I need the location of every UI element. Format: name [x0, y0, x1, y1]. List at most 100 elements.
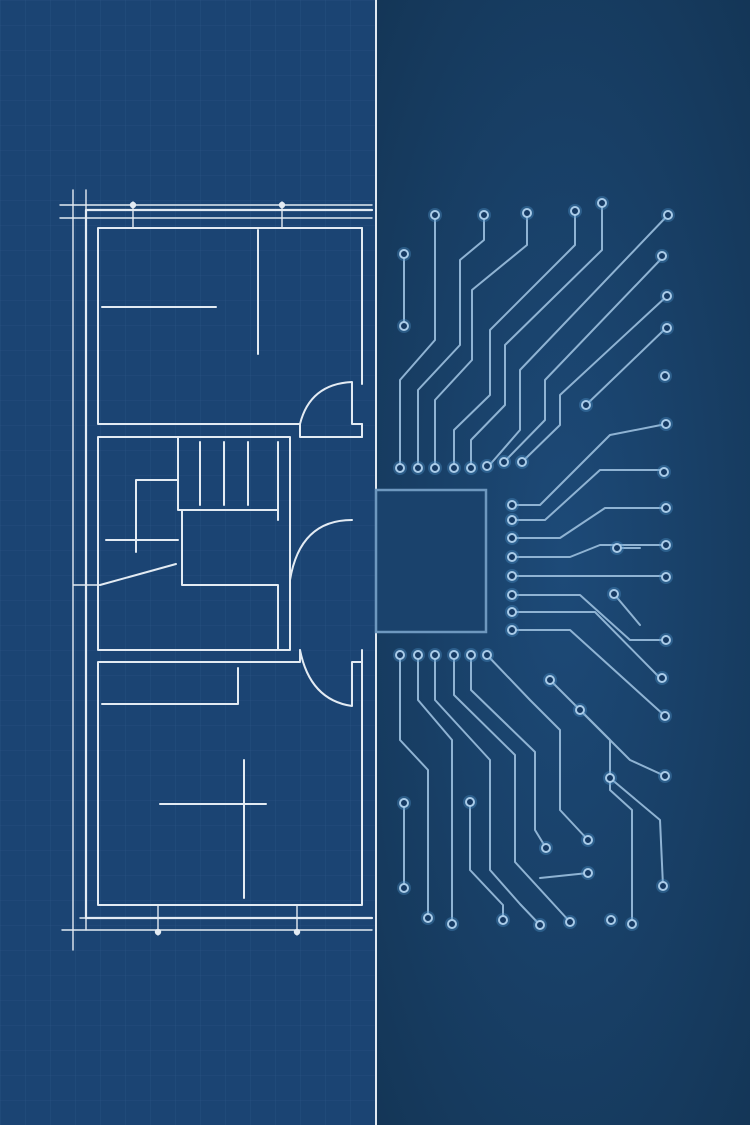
circuit-trace	[434, 214, 528, 469]
circuit-traces	[399, 204, 669, 926]
circuit-pad	[661, 635, 671, 645]
stair-inner	[181, 509, 279, 651]
circuit-trace	[609, 777, 664, 887]
circuit-pad	[507, 625, 517, 635]
circuit-trace	[453, 654, 571, 923]
circuit-pad	[395, 463, 405, 473]
circuit-pad	[660, 711, 670, 721]
circuit-trace	[486, 654, 589, 841]
circuit-pad	[465, 797, 475, 807]
room-bottom-divider	[101, 667, 267, 899]
stair-treads	[199, 441, 279, 521]
circuit-pad	[658, 881, 668, 891]
circuit-trace	[511, 594, 667, 641]
circuit-trace	[539, 872, 589, 879]
circuit-trace	[486, 214, 669, 469]
circuit-pads	[393, 196, 675, 932]
circuit-pad	[430, 463, 440, 473]
circuit-trace	[453, 211, 576, 469]
circuit-pad	[657, 673, 667, 683]
circuit-pad	[662, 291, 672, 301]
circuit-pad	[498, 915, 508, 925]
circuit-pad	[581, 400, 591, 410]
circuit-pad	[499, 457, 509, 467]
circuit-pad	[517, 457, 527, 467]
circuit-pad	[661, 419, 671, 429]
circuit-pad	[399, 883, 409, 893]
circuit-pad	[535, 920, 545, 930]
circuit-pad	[399, 249, 409, 259]
room-top	[97, 227, 363, 438]
dimension-tick	[278, 201, 286, 209]
circuit-pad	[583, 835, 593, 845]
circuit-pad	[413, 463, 423, 473]
circuit-pad	[430, 650, 440, 660]
circuit-pad	[657, 251, 667, 261]
circuit-pad	[430, 210, 440, 220]
circuit-pad	[606, 915, 616, 925]
circuit-trace	[511, 469, 665, 521]
circuit-pad	[399, 798, 409, 808]
circuit-trace	[613, 593, 641, 626]
circuit-trace	[399, 654, 429, 919]
circuit-pad	[507, 500, 517, 510]
circuit-pad	[663, 210, 673, 220]
circuit-trace	[511, 507, 667, 539]
room-top-divider	[101, 229, 259, 355]
circuit-pad	[507, 515, 517, 525]
circuit-pad	[597, 198, 607, 208]
blueprint-grid	[0, 0, 376, 1125]
circuit-trace	[469, 801, 504, 921]
circuit-pad	[413, 650, 423, 660]
circuit-trace	[521, 295, 668, 463]
circuit-pad	[466, 463, 476, 473]
circuit-trace	[511, 423, 667, 506]
circuit-pad	[507, 533, 517, 543]
dimension-line-top	[59, 201, 373, 229]
circuit-pad	[660, 771, 670, 781]
circuit-pad	[661, 540, 671, 550]
circuit-pad	[522, 208, 532, 218]
circuit-pad	[575, 705, 585, 715]
circuit-pad	[661, 572, 671, 582]
door-arc-top	[299, 381, 363, 425]
circuit-pad	[447, 919, 457, 929]
circuit-pad	[466, 650, 476, 660]
circuit-pad	[395, 650, 405, 660]
dimension-tick	[129, 201, 137, 209]
door-arc-middle	[289, 519, 353, 581]
microchip	[374, 488, 488, 634]
door-arc-bottom	[299, 649, 363, 707]
circuit-pad	[399, 321, 409, 331]
circuit-trace	[585, 327, 667, 406]
circuit-trace	[417, 654, 453, 925]
circuit-pad	[660, 371, 670, 381]
circuit-trace	[511, 629, 666, 717]
circuit-pad	[449, 463, 459, 473]
circuit-pad	[662, 323, 672, 333]
dimension-tick	[154, 928, 162, 936]
circuit-pad	[661, 503, 671, 513]
circuit-pad	[482, 650, 492, 660]
circuit-trace	[503, 257, 663, 463]
circuit-trace	[470, 654, 547, 849]
circuit-trace	[511, 611, 661, 679]
circuit-pad	[627, 919, 637, 929]
circuit-pad	[423, 913, 433, 923]
circuit-pad	[507, 571, 517, 581]
circuit-trace	[511, 544, 667, 558]
circuit-pad	[482, 461, 492, 471]
circuit-pad	[507, 552, 517, 562]
closet	[99, 479, 179, 586]
circuit-pad	[545, 675, 555, 685]
circuit-pad	[479, 210, 489, 220]
circuit-trace	[470, 204, 603, 469]
circuit-pad	[609, 589, 619, 599]
circuit-trace	[399, 214, 436, 469]
circuit-pad	[605, 773, 615, 783]
circuit-pad	[583, 868, 593, 878]
floor-plan	[59, 189, 374, 951]
dimension-tick	[293, 928, 301, 936]
circuit-pad	[570, 206, 580, 216]
